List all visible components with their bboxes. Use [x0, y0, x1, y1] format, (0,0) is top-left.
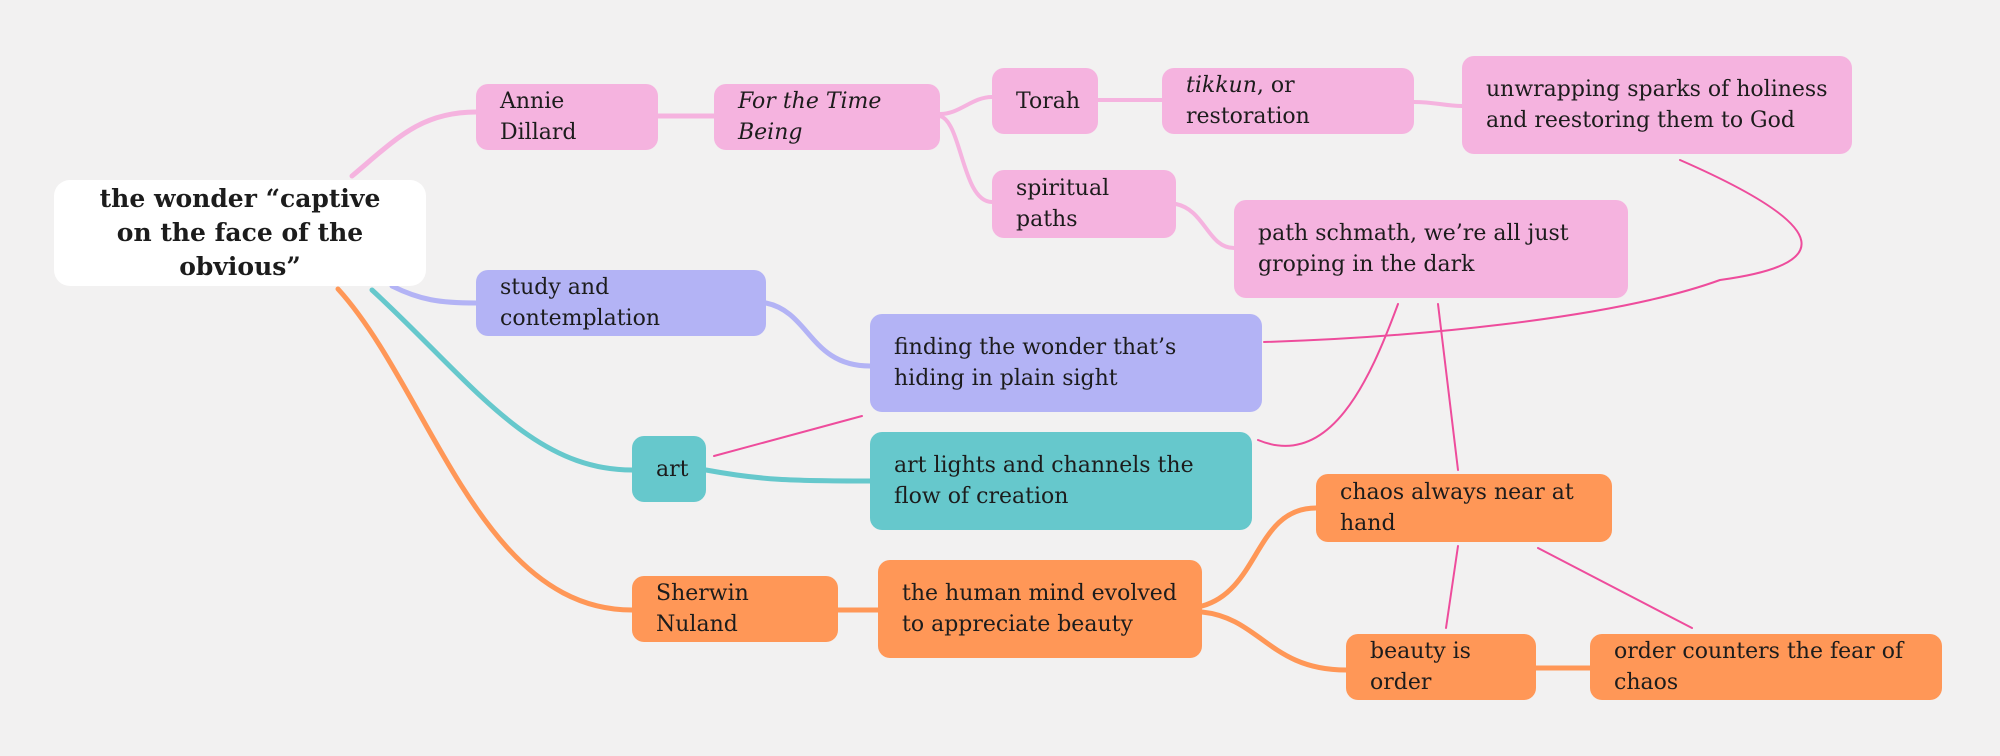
node-for-the-time-being-label: For the Time Being	[738, 89, 882, 145]
node-art-lights-label: art lights and channels the flow of crea…	[894, 453, 1194, 509]
edge-ftb-spiritual	[938, 114, 994, 204]
edge-study-finding	[763, 300, 873, 369]
node-sherwin-nuland[interactable]: Sherwin Nuland	[632, 576, 838, 642]
node-finding-wonder-label: finding the wonder that’s hiding in plai…	[894, 335, 1177, 391]
node-art[interactable]: art	[632, 436, 706, 502]
relation-unwrapping-finding	[1263, 159, 1803, 343]
node-human-mind[interactable]: the human mind evolved to appreciate bea…	[878, 560, 1202, 658]
edge-root-art	[369, 287, 635, 473]
node-tikkun-word: tikkun	[1186, 73, 1257, 98]
node-sherwin-nuland-label: Sherwin Nuland	[656, 581, 749, 637]
node-tikkun[interactable]: tikkun, or restoration	[1162, 68, 1414, 134]
node-human-mind-label: the human mind evolved to appreciate bea…	[902, 581, 1177, 637]
edge-mind-beauty	[1199, 609, 1349, 673]
root-topic-label: the wonder “captive on the face of the o…	[99, 184, 381, 281]
relation-path-chaos	[1437, 303, 1459, 471]
edge-mind-chaos	[1199, 505, 1319, 609]
node-study-contemplation-label: study and contemplation	[500, 275, 660, 331]
node-annie-dillard-label: Annie Dillard	[500, 89, 577, 145]
node-beauty-order-label: beauty is order	[1370, 639, 1471, 695]
node-torah[interactable]: Torah	[992, 68, 1098, 134]
relation-chaos-order	[1537, 547, 1693, 629]
edge-root-annie	[349, 109, 479, 179]
node-path-schmath-label: path schmath, we’re all just groping in …	[1258, 221, 1569, 277]
node-beauty-order[interactable]: beauty is order	[1346, 634, 1536, 700]
node-unwrapping-sparks-label: unwrapping sparks of holiness and reesto…	[1486, 77, 1828, 133]
node-unwrapping-sparks[interactable]: unwrapping sparks of holiness and reesto…	[1462, 56, 1852, 154]
node-art-lights[interactable]: art lights and channels the flow of crea…	[870, 432, 1252, 530]
node-spiritual-paths-label: spiritual paths	[1016, 176, 1110, 232]
root-topic[interactable]: the wonder “captive on the face of the o…	[54, 180, 426, 286]
node-annie-dillard[interactable]: Annie Dillard	[476, 84, 658, 150]
edge-spiritual-path	[1174, 202, 1236, 250]
node-art-label: art	[656, 456, 689, 482]
relation-chaos-beauty	[1445, 545, 1459, 629]
node-order-counters[interactable]: order counters the fear of chaos	[1590, 634, 1942, 700]
edge-ftb-torah	[938, 95, 994, 116]
edge-root-study	[389, 283, 479, 306]
node-spiritual-paths[interactable]: spiritual paths	[992, 170, 1176, 238]
edge-art-artlights	[703, 467, 873, 484]
relation-path-artlights	[1257, 303, 1399, 447]
node-tikkun-rest: , or restoration	[1186, 73, 1310, 129]
node-finding-wonder[interactable]: finding the wonder that’s hiding in plai…	[870, 314, 1262, 412]
node-chaos[interactable]: chaos always near at hand	[1316, 474, 1612, 542]
node-for-the-time-being[interactable]: For the Time Being	[714, 84, 940, 150]
edge-tikkun-unwrapping	[1412, 100, 1464, 108]
relation-art-finding	[713, 415, 863, 457]
node-chaos-label: chaos always near at hand	[1340, 480, 1574, 536]
node-tikkun-label: tikkun, or restoration	[1186, 70, 1390, 132]
node-order-counters-label: order counters the fear of chaos	[1614, 639, 1904, 695]
node-path-schmath[interactable]: path schmath, we’re all just groping in …	[1234, 200, 1628, 298]
edge-root-sherwin	[335, 286, 635, 613]
node-torah-label: Torah	[1016, 88, 1081, 114]
node-study-contemplation[interactable]: study and contemplation	[476, 270, 766, 336]
